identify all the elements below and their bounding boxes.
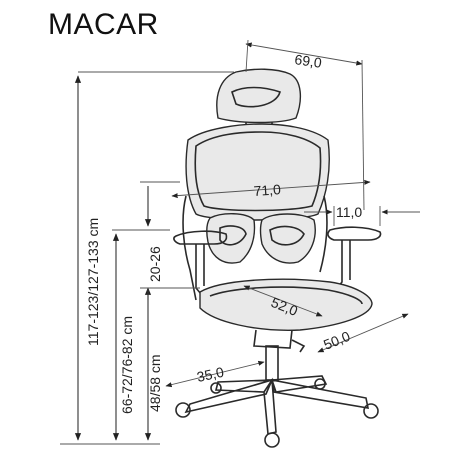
label-back-width: 71,0 <box>253 181 282 199</box>
caster <box>175 402 191 418</box>
label-armrest-width: 11,0 <box>336 204 362 220</box>
caster <box>314 378 326 390</box>
label-armrest-adjust: 20-26 <box>147 246 163 282</box>
caster <box>363 403 379 419</box>
label-base-radius: 35,0 <box>195 364 225 385</box>
dimension-labels: 69,0 71,0 11,0 52,0 50,0 35,0 117-123/12… <box>85 51 362 414</box>
label-seat-height: 48/58 cm <box>147 354 163 412</box>
backrest <box>185 123 330 221</box>
armrest-right <box>327 226 382 241</box>
base <box>184 375 370 436</box>
seat-depth-arrow <box>317 313 409 353</box>
label-total-height: 117-123/127-133 cm <box>85 218 101 346</box>
label-seat-depth: 50,0 <box>321 328 352 353</box>
chair-drawing <box>173 68 382 448</box>
seat-width-arrow <box>243 285 323 317</box>
label-armrest-height: 66-72/76-82 cm <box>119 316 135 414</box>
product-title: MACAR <box>48 8 159 41</box>
depth-top-arrow <box>245 42 363 66</box>
label-depth-top: 69,0 <box>294 51 323 71</box>
armrest-left <box>173 230 228 245</box>
headrest <box>216 68 302 124</box>
lumbar-support <box>205 213 256 264</box>
gas-lift <box>265 345 279 381</box>
dimension-lines <box>60 39 420 445</box>
back-width-arrow <box>171 179 371 199</box>
caster <box>264 432 280 448</box>
base-radius-arrow <box>165 360 265 388</box>
lumbar-support-right <box>259 213 316 264</box>
